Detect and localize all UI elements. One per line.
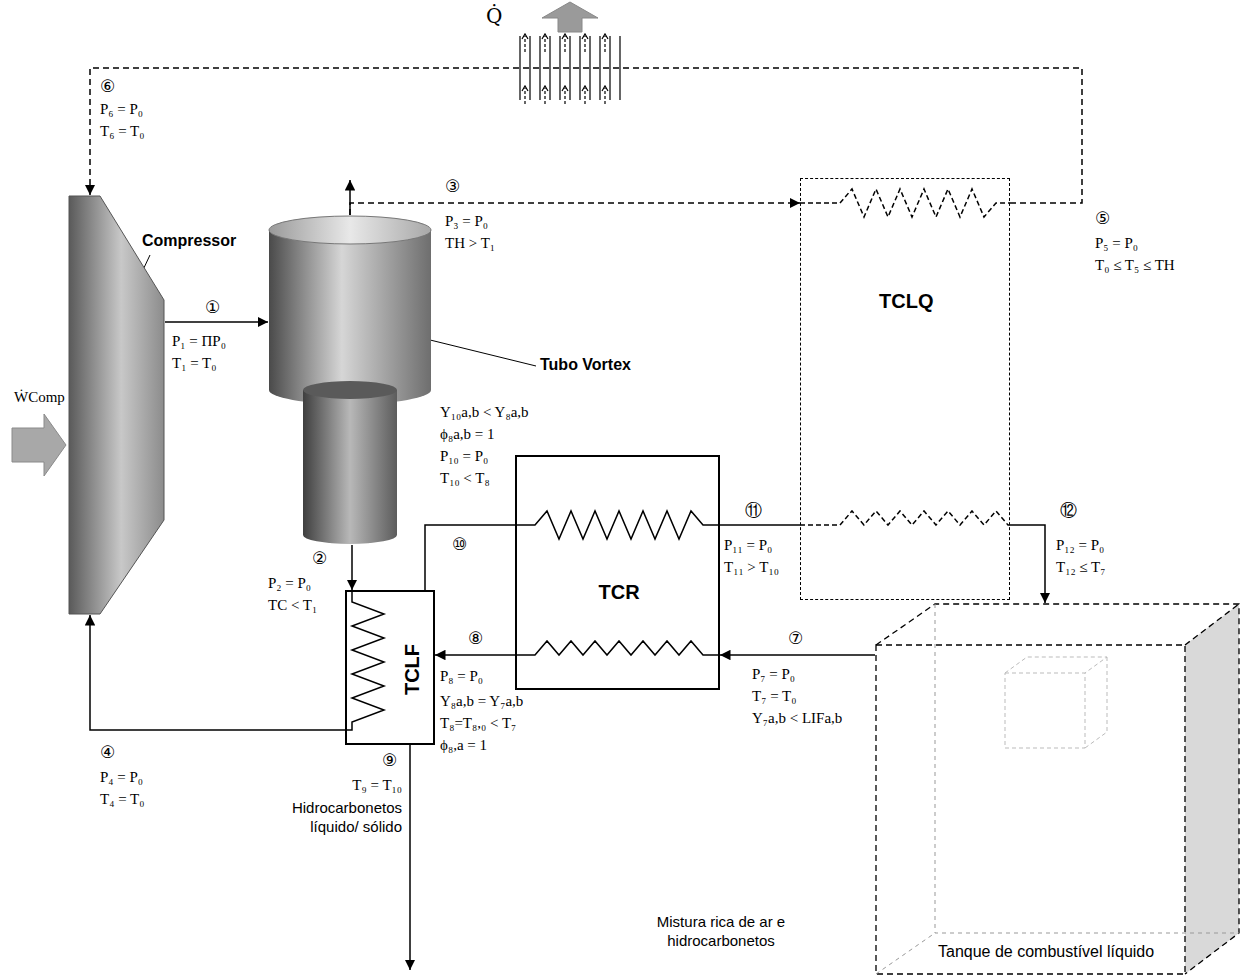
heat-symbol: Q̇ (486, 4, 502, 28)
vortex-outline (269, 216, 431, 244)
tank-outline (876, 604, 1239, 974)
state-condition: P₈ = P₀ (440, 667, 483, 685)
state-condition: Y₇a,b < LIFa,b (752, 709, 842, 727)
vortex-outline (303, 390, 397, 535)
work-input-arrow (12, 414, 66, 476)
state-condition: TH > T₁ (445, 234, 495, 252)
state-condition: Y₈a,b = Y₇a,b (440, 692, 523, 710)
state-number: ③ (445, 176, 460, 196)
tank-outline (1185, 604, 1239, 974)
state-number: ① (205, 297, 220, 317)
state-number: ⑥ (100, 76, 115, 96)
state-number: ⑪ (745, 500, 762, 520)
state-condition: P₁₂ = P₀ (1056, 536, 1104, 554)
flow-line (350, 203, 800, 215)
flow-line (165, 321, 268, 323)
tank-outline (875, 603, 1240, 975)
recuperator-coil (515, 511, 720, 539)
state-number: ⑦ (788, 628, 803, 648)
state-number: ⑩ (452, 534, 467, 554)
hot-exchanger-box: TCLQ (800, 178, 1010, 600)
tank-outline (876, 604, 1239, 974)
state-condition: T₁₁ > T₁₀ (724, 558, 779, 576)
hot-exchanger-coil (800, 511, 1010, 525)
cold-exchanger-coil (345, 590, 384, 730)
stream-note: Hidrocarbonetos líquido/ sólido (266, 798, 402, 836)
state-condition: Y₁₀a,b < Y₈a,b (440, 403, 529, 421)
node-title: Tubo Vortex (540, 356, 631, 374)
node-title: Compressor (142, 232, 236, 250)
stream-note: Mistura rica de ar e hidrocarbonetos (650, 912, 792, 950)
state-number: ⑤ (1095, 208, 1110, 228)
state-condition: P₃ = P₀ (445, 212, 488, 230)
node-title: TCR (599, 581, 640, 604)
state-condition: T₀ ≤ T₅ ≤ TH (1095, 256, 1175, 274)
recuperator-box: TCR (515, 455, 720, 690)
state-condition: P₁ = ΠP₀ (172, 332, 226, 350)
state-number: ④ (100, 742, 115, 762)
state-condition: P₇ = P₀ (752, 665, 795, 683)
node-title: TCLQ (879, 290, 933, 313)
state-condition: T₇ = T₀ (752, 687, 796, 705)
flow-line (351, 545, 353, 590)
state-number: ⑧ (468, 628, 483, 648)
heat-flow-arrow (542, 2, 598, 32)
comp-outline (68, 195, 165, 615)
state-condition: TC < T₁ (268, 596, 317, 614)
state-condition: T₁ = T₀ (172, 354, 216, 372)
state-condition: ϕ₈,a = 1 (440, 736, 487, 754)
state-number: ⑫ (1060, 500, 1077, 520)
flow-line (90, 68, 1082, 203)
state-condition: T₄ = T₀ (100, 790, 144, 808)
state-condition: P₂ = P₀ (268, 574, 311, 592)
flow-line (720, 654, 875, 656)
recuperator-coil (515, 641, 720, 655)
vortex-outline (303, 381, 397, 399)
tank-outline (876, 645, 1185, 974)
flow-line (1010, 525, 1045, 603)
state-condition: P₄ = P₀ (100, 768, 143, 786)
state-number: ⑨ (382, 750, 397, 770)
state-condition: T₆ = T₀ (100, 122, 144, 140)
tank-outline (876, 604, 1239, 974)
flow-line (720, 524, 800, 526)
vortex-outline (268, 215, 432, 545)
state-number: ② (312, 548, 327, 568)
state-condition: T₉ = T₁₀ (320, 776, 402, 794)
vortex-outline (269, 230, 431, 390)
compressor-body (69, 196, 164, 614)
state-condition: P₆ = P₀ (100, 100, 143, 118)
work-symbol: ẆComp (14, 388, 65, 406)
heat-rejector-fins (525, 36, 605, 104)
node-title: Tanque de combustível líquido (938, 943, 1154, 961)
state-condition: P₁₀ = P₀ (440, 447, 488, 465)
condensate-outlet (409, 745, 411, 970)
compressor-node: Compressor (68, 195, 165, 615)
exchanger-coils (345, 189, 1010, 730)
hot-exchanger-coil (800, 189, 1010, 217)
leader-line (422, 338, 536, 366)
vortex-tube-node: Tubo Vortex (268, 215, 432, 545)
flow-line (435, 654, 515, 656)
fuel-tank-node: Tanque de combustível líquido (875, 603, 1240, 975)
state-condition: P₁₁ = P₀ (724, 536, 772, 554)
heat-rejector-fins (520, 34, 620, 104)
tank-outline (1005, 657, 1107, 748)
state-condition: T₈=T₈,₀ < T₇ (440, 714, 516, 732)
heat-rejector-fins (522, 34, 608, 91)
state-condition: T₁₀ < T₈ (440, 469, 490, 487)
state-condition: P₅ = P₀ (1095, 234, 1138, 252)
flow-line (425, 525, 515, 590)
flow-line (90, 615, 345, 730)
state-condition: ϕ₈a,b = 1 (440, 425, 495, 443)
node-title: TCLF (401, 643, 424, 694)
cold-exchanger-box: TCLF (345, 590, 435, 745)
state-condition: T₁₂ ≤ T₇ (1056, 558, 1105, 576)
